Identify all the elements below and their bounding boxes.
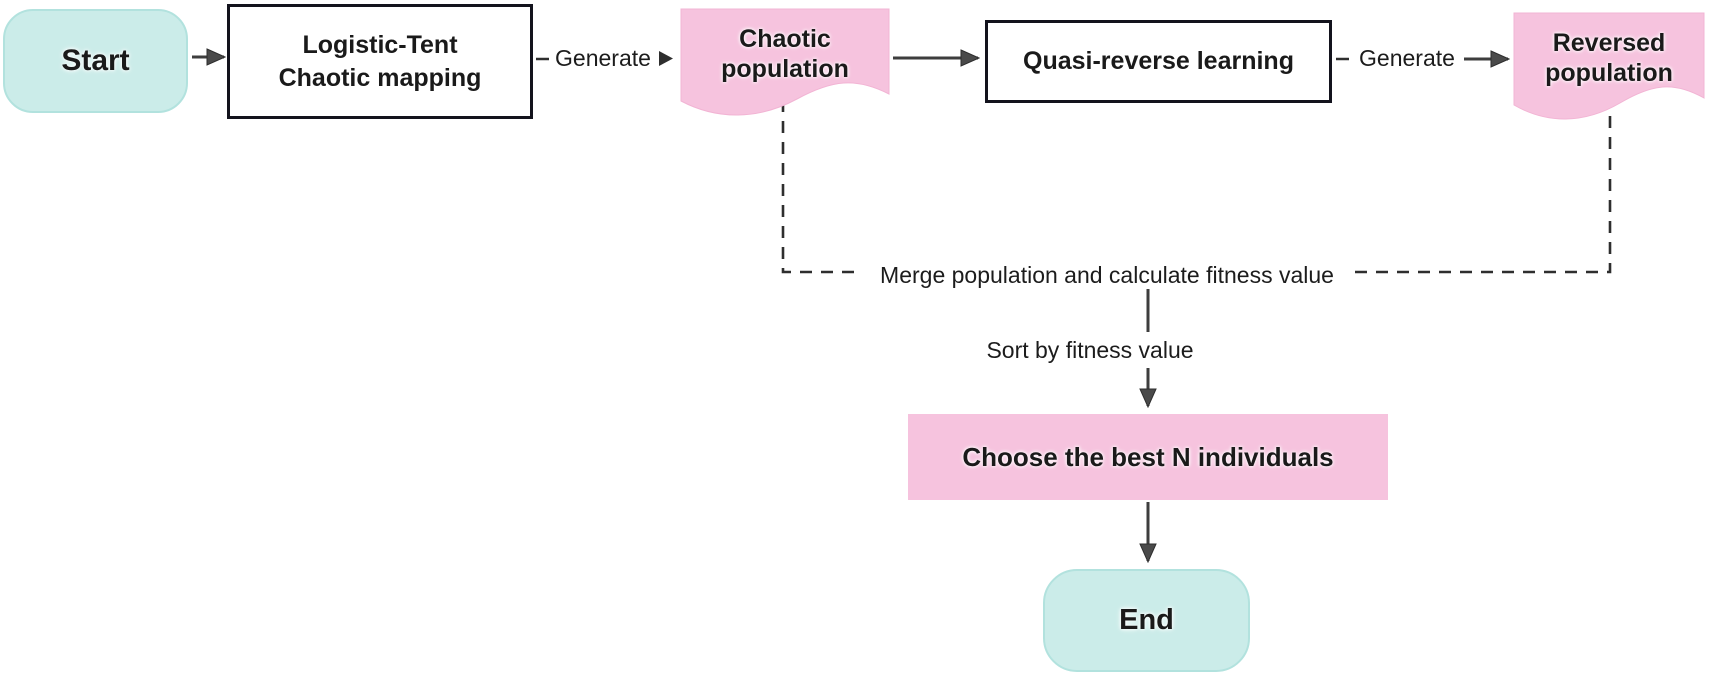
node-quasi-reverse-label: Quasi-reverse learning: [1023, 47, 1294, 76]
edge-generate1-arrowhead: [659, 51, 673, 66]
node-quasi-reverse-learning: Quasi-reverse learning: [985, 20, 1332, 103]
node-start: Start: [3, 9, 188, 113]
node-choose-best-label: Choose the best N individuals: [962, 441, 1334, 472]
document-shape: [1513, 12, 1705, 120]
edge-label-sort: Sort by fitness value: [986, 337, 1194, 363]
edge-label-merge: Merge population and calculate fitness v…: [880, 262, 1334, 288]
edge-reversed-to-merge-dashed: [1350, 116, 1612, 274]
document-shape: [680, 8, 890, 116]
edge-label-generate-2: Generate: [1359, 45, 1455, 71]
node-reversed-population: Reversed population: [1513, 12, 1705, 130]
node-reversed-population-label: Reversed population: [1545, 28, 1673, 88]
node-logistic-tent-label: Logistic-Tent Chaotic mapping: [278, 31, 482, 92]
node-chaotic-population-label: Chaotic population: [721, 24, 849, 84]
node-logistic-tent-chaotic-mapping: Logistic-Tent Chaotic mapping: [227, 4, 533, 119]
node-chaotic-population: Chaotic population: [680, 8, 890, 126]
node-end: End: [1043, 569, 1250, 672]
node-choose-best-n-individuals: Choose the best N individuals: [908, 414, 1388, 500]
node-start-label: Start: [61, 44, 130, 77]
edge-label-generate-1: Generate: [555, 45, 651, 71]
node-end-label: End: [1119, 604, 1174, 636]
